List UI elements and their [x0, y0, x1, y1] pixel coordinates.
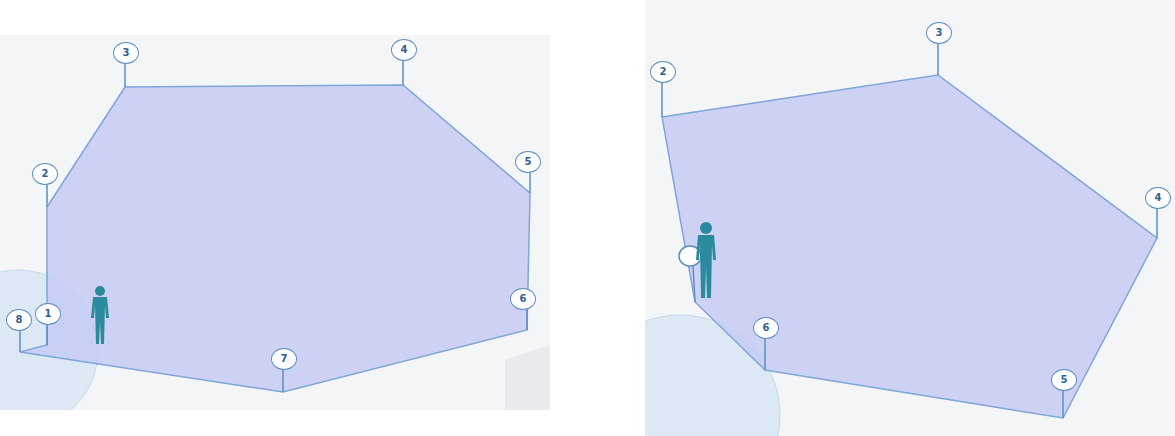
pin-stems	[662, 43, 1157, 418]
callout-number: 4	[391, 39, 417, 61]
panel-ground	[0, 35, 550, 410]
range-circle	[645, 315, 780, 436]
callout-number: 6	[753, 317, 779, 339]
callout-number: 2	[32, 163, 58, 185]
callout-number: 3	[113, 42, 139, 64]
callout-number: 1	[35, 303, 61, 325]
pin-stems	[20, 60, 530, 392]
callout-number: 4	[1145, 187, 1171, 209]
zone-polygon	[20, 85, 530, 392]
zone-polygon	[662, 75, 1157, 418]
callout-number: 2	[650, 61, 676, 83]
callout-number: 3	[926, 22, 952, 44]
callout-number: 8	[6, 309, 32, 331]
callout-number: 7	[271, 348, 297, 370]
person-figure	[696, 222, 716, 298]
floor-shadow	[505, 345, 550, 410]
callout-number: 6	[510, 288, 536, 310]
person-figure	[91, 286, 109, 344]
callout-number: 5	[515, 151, 541, 173]
callout-number: 5	[1051, 369, 1077, 391]
